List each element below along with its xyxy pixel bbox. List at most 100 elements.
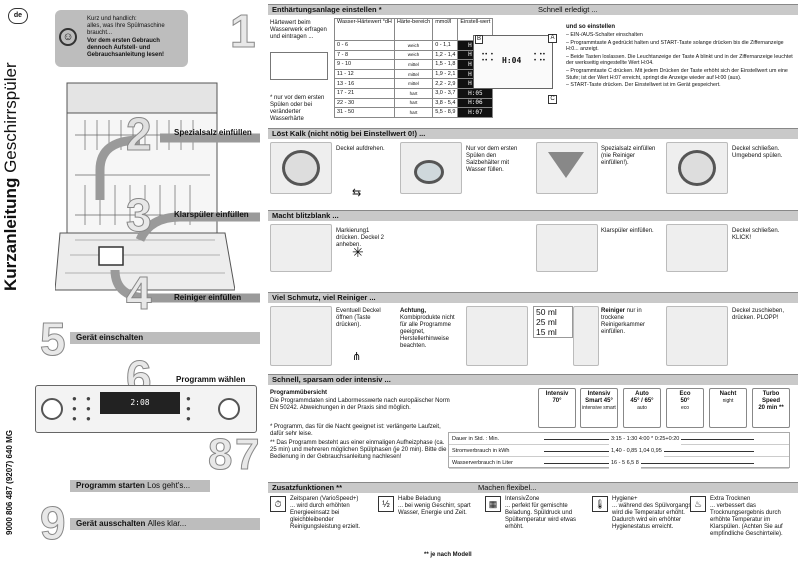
section4-text3-body: nur in trockene Reinigerkammer einfüllen… — [601, 308, 646, 335]
button-b-label: B — [475, 35, 483, 44]
zusatz-footnote: ** je nach Modell — [424, 552, 472, 558]
section2-text3: Spezialsalz einfüllen (nie Reiniger einf… — [601, 146, 656, 166]
table-cell: 3,8 - 5,4 — [432, 97, 459, 109]
panel-dots: •• ••• • — [482, 52, 494, 64]
panel-time-display: 2:08 — [100, 392, 180, 414]
section4-text2-bold: Achtung, — [400, 308, 426, 314]
program-buttons-right[interactable]: ●●● — [186, 394, 191, 423]
step-number-5: 5 — [40, 313, 67, 365]
overview-text: Die Programmdaten sind Labormesswerte na… — [270, 398, 450, 411]
intro-box: ☺ Kurz und handlich: alles, was Ihre Spü… — [55, 10, 188, 67]
section9-subtitle: Alles klar... — [147, 519, 187, 528]
section2-text2: Nur vor dem ersten Spülen den Salzbehält… — [466, 146, 518, 173]
zeitsparen-icon: ⏱ — [270, 496, 286, 512]
section6-title: Programm wählen — [176, 375, 246, 384]
table-cell: 1,9 - 2,1 — [432, 68, 459, 80]
dishwasher-illustration — [55, 82, 235, 291]
table-cell: 0 - 6 — [334, 40, 395, 51]
power-button[interactable] — [41, 398, 63, 420]
zusatz-item-text: ... während des Spülvorgangs wird die Te… — [612, 503, 692, 530]
ml-25-label: 25 ml — [536, 317, 557, 327]
section3-text1: Markierung1 drücken. Deckel 2 anheben. — [336, 228, 385, 248]
side-title: Kurzanleitung Geschirrspüler — [1, 31, 23, 291]
table-cell: 31 - 50 — [334, 107, 395, 118]
hardness-entry-field[interactable] — [270, 52, 328, 80]
section1-subtitle: Schnell erledigt ... — [538, 5, 598, 14]
table-header: Härte-bereich — [393, 18, 434, 41]
table-cell: 11 - 12 — [334, 68, 395, 80]
section3-header: Macht blitzblank ... — [268, 210, 798, 221]
half-load-icon: ½ — [378, 496, 394, 512]
section9-title-bold: Gerät ausschalten — [76, 519, 146, 528]
zusatz-item-title: Halbe Beladung — [398, 496, 441, 502]
table-cell: hart — [393, 107, 434, 118]
consumption-table: Dauer in Std. : Min.3:15 - 1:30 4:00 * 0… — [448, 432, 790, 469]
control-panel-diagram: B H:04 •• ••• • • ••• •• — [473, 35, 553, 89]
section9-bar — [70, 518, 260, 530]
step-number-3: 3 — [126, 189, 153, 241]
steps-title: und so einstellen — [566, 24, 616, 30]
intro-bold: Vor dem ersten Gebrauch dennoch Aufstell… — [87, 38, 165, 58]
intensive-zone-icon: ▦ — [485, 496, 501, 512]
hygiene-icon: 🌡 — [592, 496, 608, 512]
program-buttons-mid[interactable]: ●●● — [86, 394, 91, 423]
section2-text4: Deckel schließen. Umgebend spülen. — [732, 146, 783, 159]
detergent-fill-picture — [466, 306, 528, 366]
detergent-close-picture — [666, 306, 728, 366]
start-subtitle: Los geht's... — [147, 481, 191, 490]
table-cell: 17 - 21 — [334, 87, 395, 99]
lang-badge: de — [8, 8, 28, 24]
table-cell: 22 - 30 — [334, 97, 395, 109]
program-extra: eco — [680, 405, 690, 411]
zusatz-item-title: Zeitsparen (VarioSpeed+) — [290, 496, 359, 502]
start-button[interactable] — [218, 398, 240, 420]
start-bar — [70, 480, 210, 492]
funnel-icon — [548, 152, 584, 178]
zusatz-item: Hygiene+... während des Spülvorgangs wir… — [612, 496, 697, 531]
section4-subtitle: Viel Schmutz, viel Reiniger ... — [272, 293, 376, 302]
table-cell: 1,5 - 1,8 — [432, 59, 459, 70]
program-name: Intensiv — [587, 391, 611, 397]
detergent-chamber-picture — [573, 306, 599, 366]
ml-50-label: 50 ml — [536, 307, 557, 317]
table-cell: 2,2 - 2,9 — [432, 78, 459, 89]
section1-header: Enthärtungsanlage einstellen * Schnell e… — [268, 4, 798, 15]
table-cell: 13 - 16 — [334, 78, 395, 89]
zusatz-item-title: IntensivZone — [505, 496, 540, 502]
consumption-value: 16 - 5 6,5 8 — [609, 457, 641, 469]
consumption-label: Stromverbrauch in kWh — [452, 448, 510, 454]
table-cell: weich — [393, 40, 434, 51]
intro-line1: Kurz und handlich: — [87, 16, 137, 22]
setting-value-cell: H:06 — [457, 97, 494, 109]
rinse-aid-close-picture — [666, 224, 728, 272]
section6-subtitle: Schnell, sparsam oder intensiv ... — [272, 375, 391, 384]
water-symbol-icon: ⇆ — [352, 187, 362, 199]
section4-text1: Eventuell Deckel öffnen (Taste drücken). — [336, 308, 381, 328]
zusatz-header: Zusatzfunktionen ** Machen flexibel... — [268, 482, 798, 493]
zusatz-title: Zusatzfunktionen ** — [272, 483, 343, 492]
section2-title: Spezialsalz einfüllen — [174, 128, 252, 137]
program-temp: 70° — [552, 398, 562, 404]
sparkle-icon: ✳ — [352, 244, 364, 260]
section4-text4: Deckel zuschieben, drücken. PLOPP! — [732, 308, 785, 321]
step-number-2: 2 — [126, 108, 153, 160]
rinse-aid-fill-picture — [536, 224, 598, 272]
section4-text2: Achtung, Kombiprodukte nicht für alle Pr… — [400, 308, 462, 350]
consumption-row: Dauer in Std. : Min.3:15 - 1:30 4:00 * 0… — [449, 433, 789, 445]
step-item: – Programmtaste A gedrückt halten und ST… — [566, 39, 784, 53]
program-buttons-left[interactable]: ●●● — [72, 394, 77, 423]
zusatz-item: Extra Trocknen... verbessert das Trocknu… — [710, 496, 790, 538]
extra-dry-icon: ♨ — [690, 496, 706, 512]
zusatz-item-text: ... wird durch erhöhten Energieeinsatz b… — [290, 503, 361, 530]
table-cell: 0 - 1,1 — [432, 40, 459, 51]
